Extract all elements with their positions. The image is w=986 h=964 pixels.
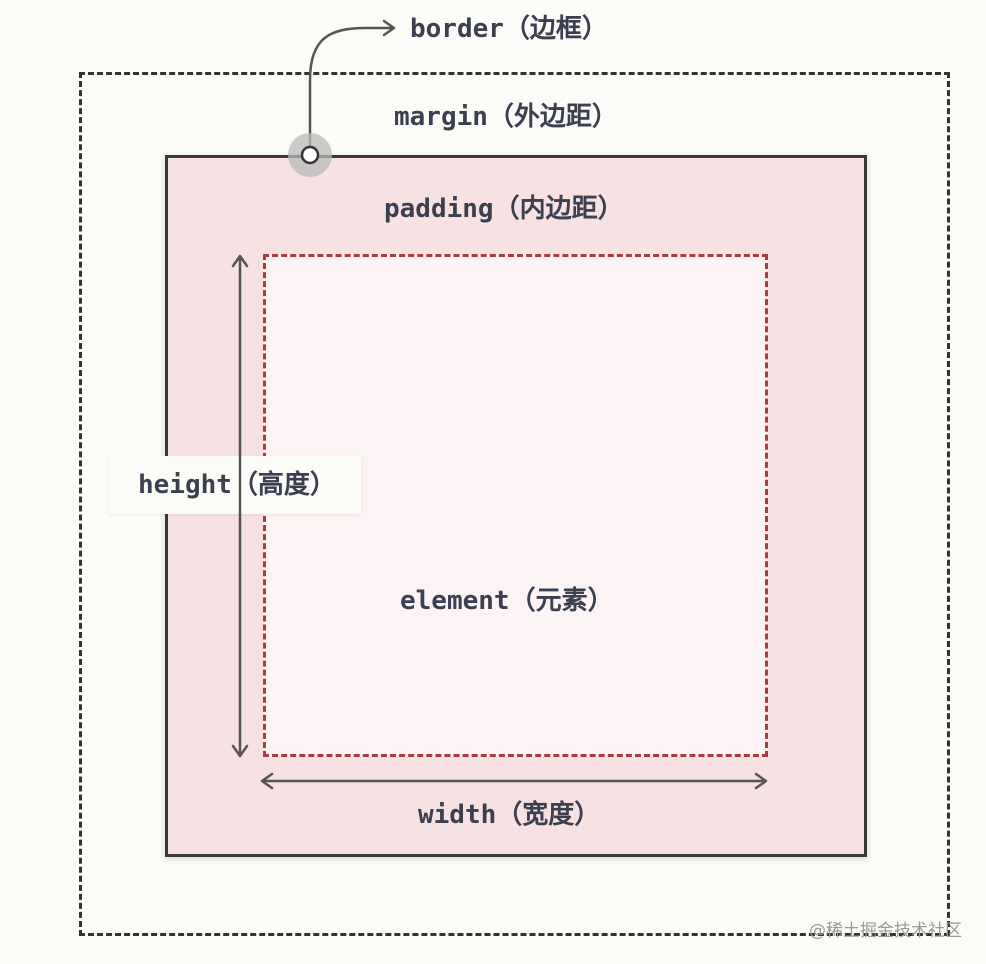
margin-label: margin（外边距） — [394, 102, 618, 132]
curved-arrow-icon — [308, 26, 392, 155]
height-label-background — [109, 456, 361, 514]
height-label: height（高度） — [138, 470, 336, 500]
double-arrow-vertical-icon — [231, 254, 249, 758]
double-arrow-horizontal-icon — [260, 772, 768, 790]
circle-marker-icon — [300, 145, 320, 165]
border-label: border（边框） — [410, 14, 608, 44]
arrowhead-icon — [382, 19, 396, 37]
watermark: @稀土掘金技术社区 — [809, 921, 962, 941]
width-label: width（宽度） — [418, 800, 601, 830]
padding-label: padding（内边距） — [384, 194, 624, 224]
margin-box — [79, 72, 950, 936]
element-label: element（元素） — [400, 586, 614, 616]
